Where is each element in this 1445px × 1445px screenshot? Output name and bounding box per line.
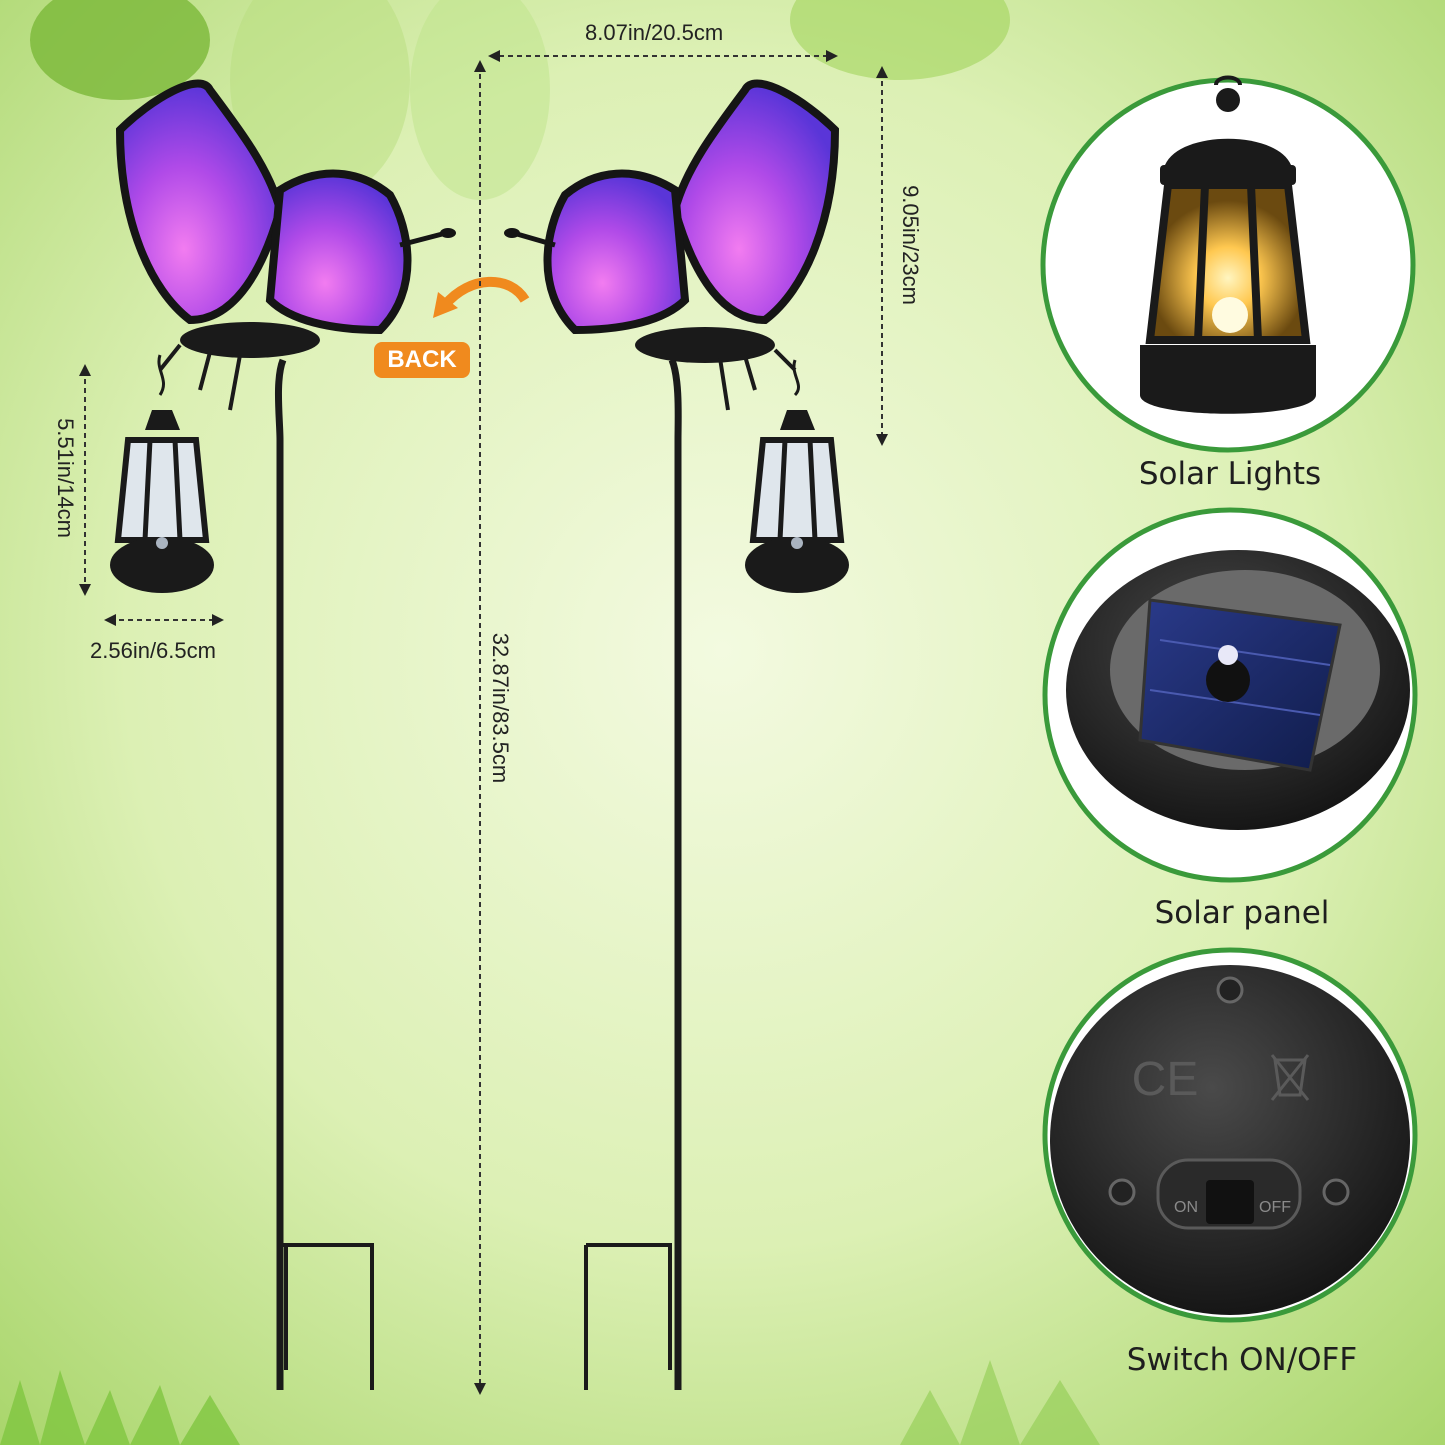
switch-on-label: ON bbox=[1174, 1199, 1198, 1216]
solar-panel-caption: Solar panel bbox=[1154, 895, 1330, 931]
right-butterfly-stake bbox=[504, 79, 849, 1390]
switch-icon: CE ON OFF bbox=[1042, 947, 1418, 1323]
butterfly-height-dimension-label: 9.05in/23cm bbox=[898, 185, 923, 305]
lantern-icon bbox=[1040, 75, 1416, 453]
total-height-dimension-label: 32.87in/83.5cm bbox=[488, 632, 513, 784]
lantern-height-dimension-label: 5.51in/14cm bbox=[53, 418, 78, 538]
left-butterfly-stake bbox=[110, 79, 456, 1390]
width-dimension-label: 8.07in/20.5cm bbox=[585, 20, 724, 45]
back-badge: BACK bbox=[374, 342, 470, 378]
svg-text:CE: CE bbox=[1132, 1053, 1199, 1106]
lantern-width-dimension-label: 2.56in/6.5cm bbox=[90, 638, 216, 663]
switch-caption: Switch ON/OFF bbox=[1126, 1342, 1358, 1378]
solar-panel-icon bbox=[1042, 507, 1418, 883]
solar-lights-caption: Solar Lights bbox=[1138, 456, 1322, 492]
switch-off-label: OFF bbox=[1259, 1199, 1291, 1216]
